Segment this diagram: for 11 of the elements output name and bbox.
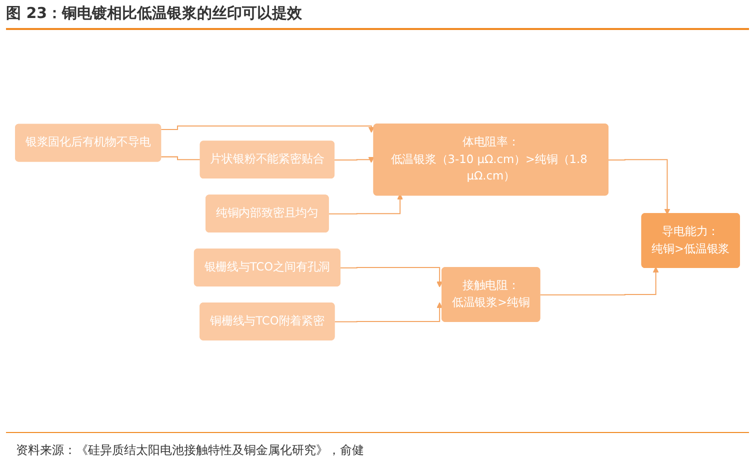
arrow <box>334 156 374 163</box>
flowchart-drawing: 银浆固化后有机物不导电 片状银粉不能紧密贴合 纯铜内部致密且均匀 体电阻率： 低温银浆（3-10 μΩ.cm）>纯铜（1.8 μΩ.cm） 银栅线与TCO之间有孔洞 铜栅线与TCO附着紧密 接触电阻： 低温银浆>纯铜 导电能力： 纯铜>低温银浆 <box>10 36 745 428</box>
arrow <box>608 159 670 215</box>
arrow <box>161 125 374 133</box>
arrow <box>334 302 443 322</box>
arrow <box>340 267 443 288</box>
connector <box>161 156 202 160</box>
source-caption: 资料来源：《硅异质结太阳电池接触特性及铜金属化研究》，俞健 <box>16 442 364 459</box>
arrow <box>540 266 659 296</box>
figure-title: 图 23：铜电镀相比低温银浆的丝印可以提效 <box>6 4 302 23</box>
arrow <box>328 194 403 214</box>
